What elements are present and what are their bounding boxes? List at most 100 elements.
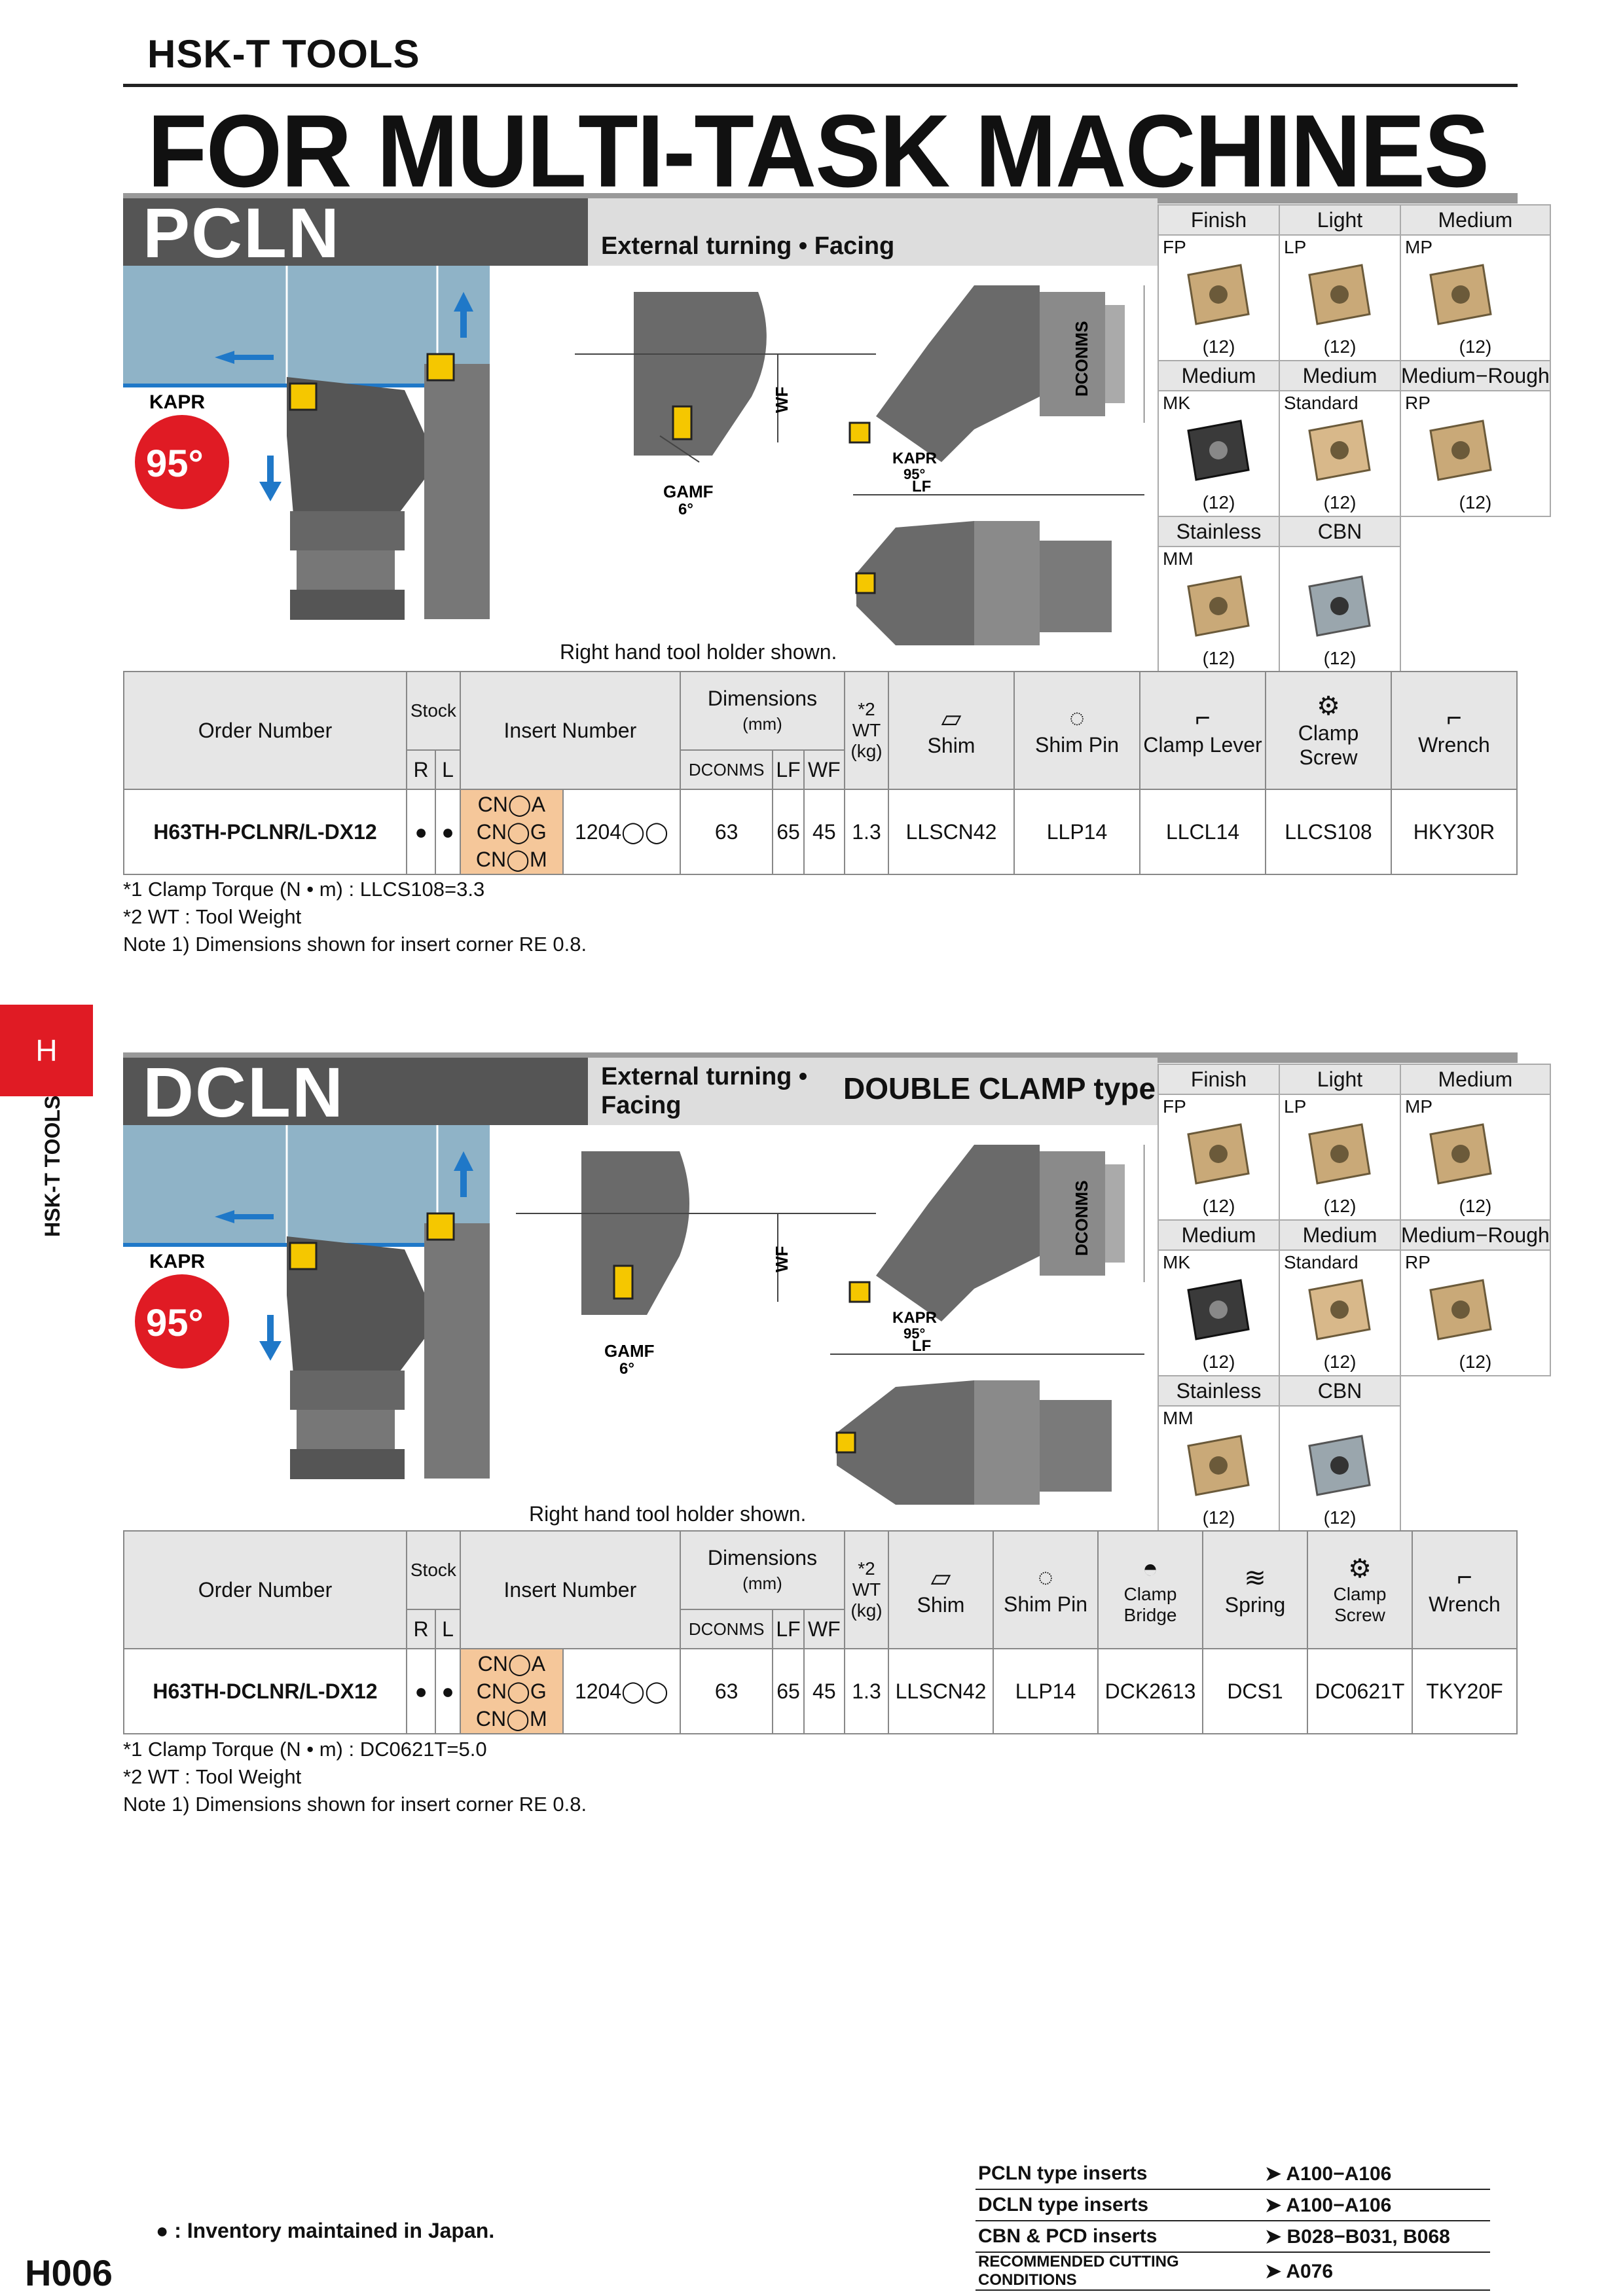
chapter-label: HSK-T TOOLS <box>41 1095 64 1237</box>
clamp-screw-part[interactable]: DC0621T <box>1307 1648 1413 1734</box>
insert-standard-icon <box>1308 1279 1371 1340</box>
grade-header: Medium−Rough <box>1401 1221 1550 1251</box>
insert <box>289 1242 318 1270</box>
grade-code: LP <box>1284 237 1307 257</box>
dimensions-header: Dimensions(mm) <box>679 1530 846 1610</box>
stock-r-header: R <box>405 1609 437 1649</box>
dconms-header: DCONMS <box>679 1609 774 1649</box>
grade-code: FP <box>1163 237 1186 257</box>
order-number-header: Order Number <box>123 1530 407 1649</box>
grade-count: (12) <box>1323 492 1357 512</box>
shim-pin-part[interactable]: LLP14 <box>1013 789 1140 875</box>
wt-label: *2 WT <box>852 1558 881 1600</box>
grade-header: Light <box>1280 1065 1400 1095</box>
wrench-part[interactable]: HKY30R <box>1391 789 1518 875</box>
grade-header: Medium <box>1280 361 1400 391</box>
holder-illustration: 95° KAPR GAMF 6° WF DCONMS KAPR 95° LF <box>123 1125 1144 1505</box>
spring-header: ≋Spring <box>1202 1530 1308 1649</box>
grade-cell[interactable]: CBN (12) <box>1279 1375 1401 1532</box>
kapr-small-value: 95° <box>903 1325 925 1342</box>
order-number[interactable]: H63TH-PCLNR/L-DX12 <box>123 789 407 875</box>
insert <box>289 382 318 411</box>
section-title-box: PCLN <box>123 193 588 272</box>
dconms-header: DCONMS <box>679 749 774 790</box>
grade-cell[interactable]: CBN (12) <box>1279 516 1401 673</box>
insert-light-icon <box>1308 264 1371 325</box>
note-clamp-torque: *1 Clamp Torque (N • m) : DC0621T=5.0 <box>123 1738 487 1761</box>
clamp-bridge-icon: ◓ <box>1142 1554 1159 1583</box>
grade-code: MK <box>1163 393 1190 413</box>
insert-finish-icon <box>1187 264 1250 325</box>
shim-pin-part[interactable]: LLP14 <box>993 1648 1099 1734</box>
grade-code: RP <box>1405 1252 1431 1272</box>
grade-cell-empty <box>1400 1376 1550 1532</box>
lf-value: 65 <box>772 1648 805 1734</box>
reference-page[interactable]: ➤ A100−A106 <box>1262 2189 1490 2221</box>
spec-table: Order Number Stock Insert Number Dimensi… <box>123 671 1518 875</box>
clamp-screw-header: ⚙Clamp Screw <box>1307 1530 1413 1649</box>
order-number[interactable]: H63TH-DCLNR/L-DX12 <box>123 1648 407 1734</box>
reference-page[interactable]: ➤ B028−B031, B068 <box>1262 2221 1490 2253</box>
lf-header: LF <box>772 749 805 790</box>
stock-l-header: L <box>435 1609 461 1649</box>
reference-row[interactable]: RECOMMENDED CUTTING CONDITIONS➤ A076 <box>976 2252 1490 2291</box>
insert-number-header: Insert Number <box>459 671 681 790</box>
insert-rp-icon <box>1429 1279 1492 1340</box>
wrench-icon: ⌐ <box>1457 1563 1472 1592</box>
reference-row[interactable]: DCLN type inserts➤ A100−A106 <box>976 2189 1490 2221</box>
note-weight: *2 WT : Tool Weight <box>123 1765 302 1788</box>
grade-count: (12) <box>1323 1507 1357 1528</box>
section-subtitle-box: External turning • Facing DOUBLE CLAMP t… <box>588 1058 1158 1125</box>
wrench-part[interactable]: TKY20F <box>1412 1648 1518 1734</box>
up-arrow-icon <box>454 292 473 312</box>
reference-row[interactable]: CBN & PCD inserts➤ B028−B031, B068 <box>976 2221 1490 2253</box>
clamp-lever-part[interactable]: LLCL14 <box>1139 789 1266 875</box>
spring-part[interactable]: DCS1 <box>1202 1648 1308 1734</box>
insert-stainless-icon <box>1187 1435 1250 1496</box>
grade-count: (12) <box>1459 1352 1492 1372</box>
stock-r-header: R <box>405 749 437 790</box>
grade-count: (12) <box>1323 648 1357 668</box>
insert-medium-icon <box>1429 1123 1492 1185</box>
grade-header: Finish <box>1159 1065 1279 1095</box>
wf-value: 45 <box>803 1648 846 1734</box>
reference-page[interactable]: ➤ A076 <box>1262 2252 1490 2291</box>
insert-finish-icon <box>1187 1123 1250 1185</box>
reference-row[interactable]: PCLN type inserts➤ A100−A106 <box>976 2159 1490 2190</box>
chapter-tab[interactable]: H <box>0 1005 93 1096</box>
shim-part[interactable]: LLSCN42 <box>888 1648 994 1734</box>
reference-page[interactable]: ➤ A100−A106 <box>1262 2159 1490 2190</box>
lf-label: LF <box>912 1337 931 1355</box>
holder-note: Right hand tool holder shown. <box>529 1502 807 1526</box>
shim-pin-icon: ◌ <box>1069 704 1085 732</box>
left-arrow-icon <box>215 351 234 364</box>
wt-label: *2 WT <box>852 699 881 740</box>
wt-header: *2 WT(kg) <box>844 671 889 790</box>
holder-illustration: 95° KAPR GAMF 6° WF DCONMS KAPR 95° LF <box>123 266 1144 645</box>
wf-label: WF <box>772 387 792 413</box>
shim-pin-header: ◌Shim Pin <box>1013 671 1140 790</box>
clamp-bridge-part[interactable]: DCK2613 <box>1097 1648 1203 1734</box>
reference-label: RECOMMENDED CUTTING CONDITIONS <box>976 2252 1262 2291</box>
clamp-screw-part[interactable]: LLCS108 <box>1265 789 1392 875</box>
stock-header: Stock <box>406 1530 461 1610</box>
wf-label: WF <box>772 1246 792 1272</box>
shim-part[interactable]: LLSCN42 <box>888 789 1015 875</box>
